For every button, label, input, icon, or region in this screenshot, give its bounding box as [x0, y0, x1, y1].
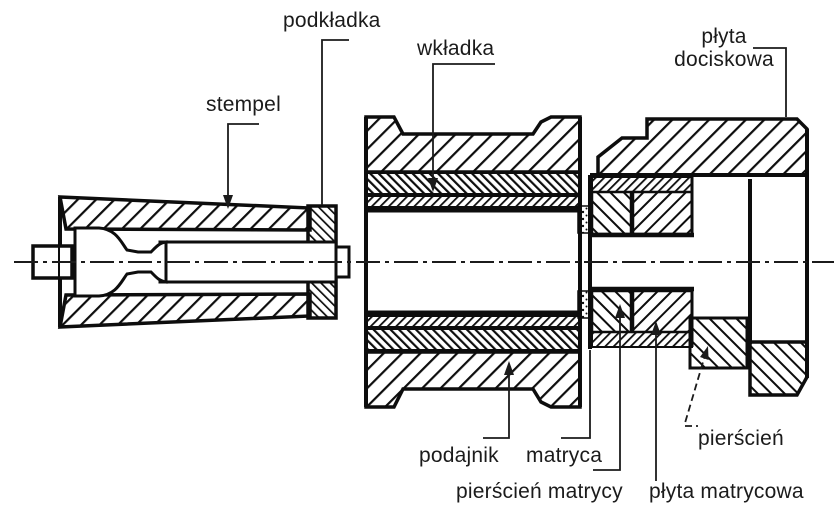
podajnik-part — [364, 115, 582, 409]
leader-podkladka — [321, 39, 349, 205]
label-plyta-dociskowa-line1: płyta — [701, 25, 747, 48]
arrowhead-podajnik — [504, 361, 514, 375]
label-pierscien-matrycy: pierścień matrycy — [456, 480, 623, 503]
label-wkladka: wkładka — [417, 37, 495, 60]
leader-wkladka — [432, 63, 495, 181]
pierscien-matrycy-part — [591, 176, 693, 348]
matryca-part — [590, 190, 633, 334]
arrowhead-wkladka — [428, 178, 438, 192]
plyta-matrycowa-part — [631, 190, 694, 334]
label-plyta-dociskowa-line2: dociskowa — [674, 48, 774, 71]
leader-pierscien-matrycy — [593, 316, 621, 471]
arrowhead-pierscien — [700, 346, 709, 360]
leader-matryca — [561, 350, 591, 439]
plyta-dociskowa-part — [588, 117, 809, 397]
label-podkladka: podkładka — [283, 9, 381, 32]
leader-pierscien — [684, 351, 707, 427]
label-pierscien: pierścień — [698, 427, 784, 450]
pierscien-part — [688, 316, 749, 370]
label-stempel: stempel — [206, 93, 281, 116]
leader-stempel — [227, 123, 259, 199]
label-plyta-matrycowa: płyta matrycowa — [649, 480, 804, 503]
arrowhead-pierscien-matrycy — [615, 304, 625, 318]
arrowhead-stempel — [223, 195, 233, 209]
leader-plyta-dociskowa — [753, 47, 787, 117]
label-podajnik: podajnik — [419, 444, 499, 467]
arrowhead-plyta-matrycowa — [651, 321, 661, 335]
label-matryca: matryca — [526, 444, 603, 467]
leader-podajnik — [483, 371, 510, 439]
podkladka-part — [306, 204, 338, 320]
label-plyta-dociskowa: płyta dociskowa — [668, 25, 780, 71]
